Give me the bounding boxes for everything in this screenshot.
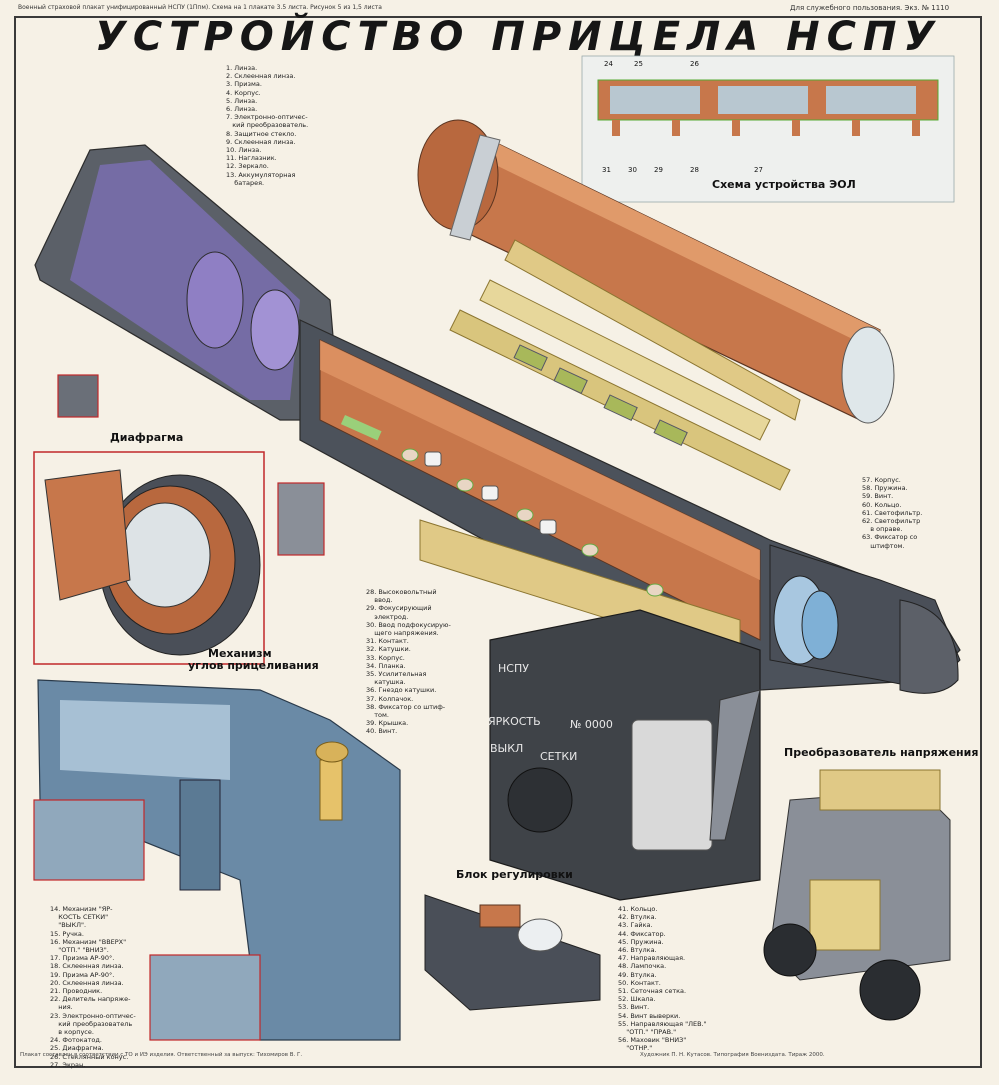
sight-main-body: [34, 144, 961, 694]
header-note-left: Военный страховой плакат унифицированный…: [18, 4, 382, 11]
legend-mid: 28. Высоковольтный ввод. 29. Фокусирующи…: [366, 588, 451, 736]
svg-text:25: 25: [634, 60, 643, 68]
voltage-converter: [763, 769, 951, 1021]
legend-bottom-left-text: 14. Механизм "ЯР- КОСТЬ СЕТКИ" "ВЫКЛ". 1…: [50, 905, 136, 1069]
eol-tube-exploded: [417, 119, 895, 424]
poster-frame: [14, 16, 982, 1068]
caption-mechanism-line2: углов прицеливания: [188, 659, 319, 672]
header-note-right: Для служебного пользования. Экз. № 1110: [790, 4, 950, 12]
diaphragm-detail: [33, 374, 325, 665]
svg-text:26: 26: [690, 60, 699, 68]
voltage-divider-exploded: [449, 279, 791, 491]
svg-text:30: 30: [628, 166, 637, 174]
angle-mechanism-cutaway: [33, 679, 401, 1041]
device-grid-label: СЕТКИ: [540, 750, 577, 763]
svg-text:29: 29: [654, 166, 663, 174]
device-model-label: НСПУ: [498, 662, 529, 675]
legend-right-text: 57. Корпус. 58. Пружина. 59. Винт. 60. К…: [862, 476, 923, 550]
svg-text:27: 27: [754, 166, 763, 174]
legend-top: 1. Линза. 2. Склеенная линза. 3. Призма.…: [226, 64, 308, 187]
eol-scheme-diagram: 24 25 26 31 30 29 28 27: [581, 55, 955, 203]
regulator-block-exploded: [424, 894, 601, 1011]
footer-left: Плакат составлен в соответствии с ТО и И…: [20, 1052, 303, 1058]
legend-mid-text: 28. Высоковольтный ввод. 29. Фокусирующи…: [366, 588, 451, 736]
caption-converter: Преобразователь напряжения: [784, 746, 979, 759]
device-brightness-label: ЯРКОСТЬ: [488, 715, 541, 728]
svg-text:28: 28: [690, 166, 699, 174]
legend-top-text: 1. Линза. 2. Склеенная линза. 3. Призма.…: [226, 64, 309, 187]
legend-right: 57. Корпус. 58. Пружина. 59. Винт. 60. К…: [862, 476, 922, 550]
legend-bottom-mid: 41. Кольцо. 42. Втулка. 43. Гайка. 44. Ф…: [618, 905, 707, 1053]
device-off-label: ВЫКЛ: [490, 742, 523, 755]
poster-title: УСТРОЙСТВО ПРИЦЕЛА НСПУ: [95, 14, 942, 60]
svg-text:31: 31: [602, 166, 611, 174]
control-block: [489, 609, 761, 901]
caption-mechanism-line1: Механизм: [208, 647, 272, 660]
caption-eol-scheme: Схема устройства ЭОЛ: [712, 178, 856, 191]
caption-diaphragm: Диафрагма: [110, 431, 184, 444]
legend-bottom-left: 14. Механизм "ЯР- КОСТЬ СЕТКИ" "ВЫКЛ". 1…: [50, 905, 136, 1069]
legend-bottom-mid-text: 41. Кольцо. 42. Втулка. 43. Гайка. 44. Ф…: [618, 905, 707, 1053]
caption-control-block: Блок регулировки: [456, 868, 573, 881]
device-serial-label: № 0000: [570, 718, 613, 731]
footer-right: Художник П. Н. Кутасов. Типография Воени…: [640, 1052, 825, 1058]
svg-text:24: 24: [604, 60, 613, 68]
